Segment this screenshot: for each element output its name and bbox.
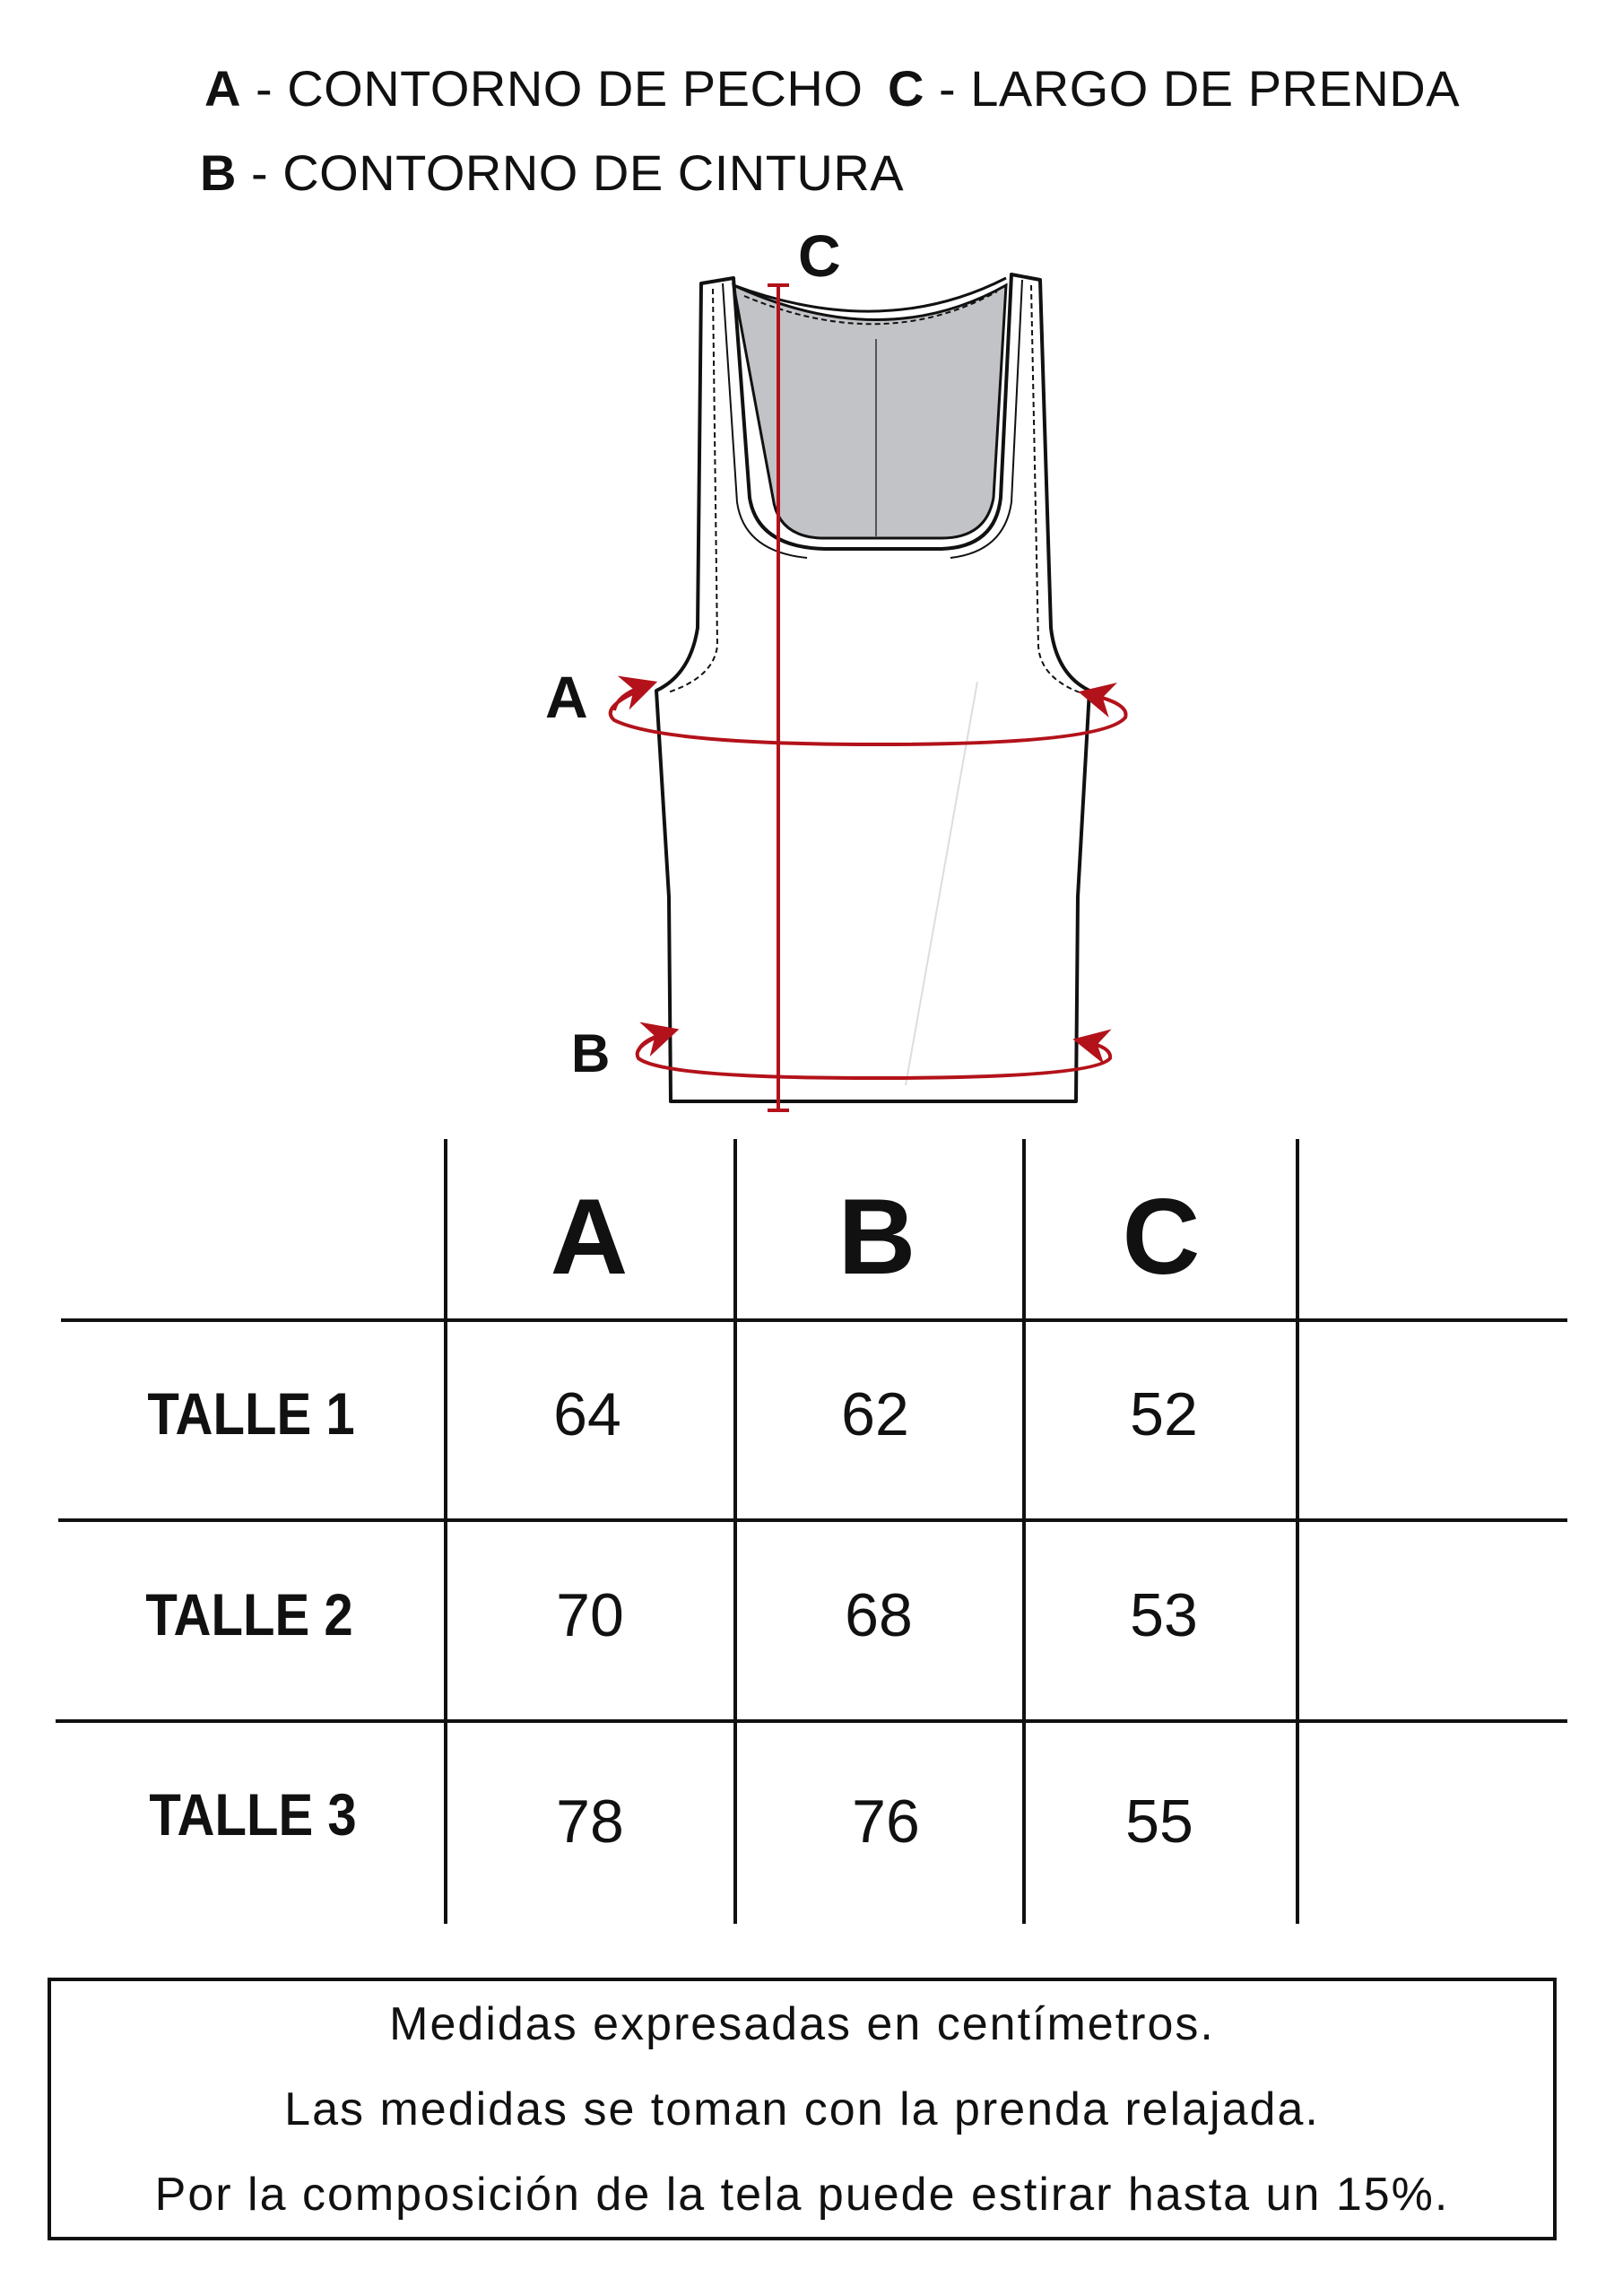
table-cell: 68	[845, 1581, 913, 1649]
table-cell: 70	[556, 1581, 624, 1649]
legend-waist-text: - CONTORNO DE CINTURA	[251, 144, 905, 201]
table-cell: 64	[553, 1380, 621, 1448]
row-header-talle-3: TALLE 3	[149, 1781, 357, 1848]
right-strap-inner	[950, 279, 1023, 559]
row-header-talle-2: TALLE 2	[145, 1581, 353, 1648]
note-units: Medidas expresadas en centímetros.	[389, 1998, 1215, 2050]
table-cell: 76	[852, 1787, 920, 1856]
diagram-label-b: B	[571, 1023, 610, 1083]
chest-measure-ellipse	[608, 683, 1128, 747]
note-relaxed: Las medidas se toman con la prenda relaj…	[284, 2083, 1320, 2135]
table-divider	[1022, 1139, 1026, 1924]
notes-box: Medidas expresadas en centímetros. Las m…	[48, 1978, 1557, 2240]
legend-chest-text: - CONTORNO DE PECHO	[256, 60, 863, 117]
table-cell: 62	[841, 1380, 909, 1448]
table-divider	[1296, 1139, 1299, 1924]
garment-lining	[731, 283, 1008, 540]
diagram-label-a: A	[545, 664, 588, 730]
table-cell: 55	[1125, 1787, 1193, 1856]
fabric-crease	[905, 681, 978, 1086]
tank-top-diagram: C A B	[545, 222, 1128, 1112]
legend-length-key: C	[888, 60, 924, 117]
waist-measure-ellipse	[635, 1029, 1113, 1081]
table-rule	[61, 1318, 1567, 1322]
table-cell: 52	[1130, 1380, 1198, 1448]
table-divider	[444, 1139, 447, 1924]
table-rule	[58, 1518, 1567, 1522]
right-armhole-stitch	[1030, 284, 1080, 693]
legend-waist-key: B	[200, 144, 237, 201]
legend-chest: A - CONTORNO DE PECHO	[204, 59, 863, 117]
row-header-talle-1: TALLE 1	[147, 1380, 355, 1447]
column-header-c: C	[1122, 1177, 1201, 1297]
waist-measure-start-arrow	[637, 1022, 680, 1057]
column-header-b: B	[837, 1177, 916, 1297]
table-cell: 78	[556, 1787, 624, 1856]
legend-chest-key: A	[204, 60, 241, 117]
column-header-a: A	[550, 1177, 629, 1297]
table-divider	[733, 1139, 737, 1924]
left-armhole-stitch	[667, 288, 719, 693]
note-stretch: Por la composición de la tela puede esti…	[154, 2169, 1450, 2221]
legend-length-text: - LARGO DE PRENDA	[939, 60, 1461, 117]
chest-measure-start-arrow	[612, 675, 658, 711]
table-rule	[56, 1719, 1567, 1723]
legend-length: C - LARGO DE PRENDA	[888, 59, 1460, 117]
diagram-label-c: C	[798, 222, 841, 289]
garment-outline	[655, 273, 1091, 1103]
legend-waist: B - CONTORNO DE CINTURA	[200, 144, 904, 202]
table-cell: 53	[1130, 1581, 1198, 1649]
left-strap-inner	[722, 283, 808, 559]
neckline-band	[733, 276, 1007, 313]
